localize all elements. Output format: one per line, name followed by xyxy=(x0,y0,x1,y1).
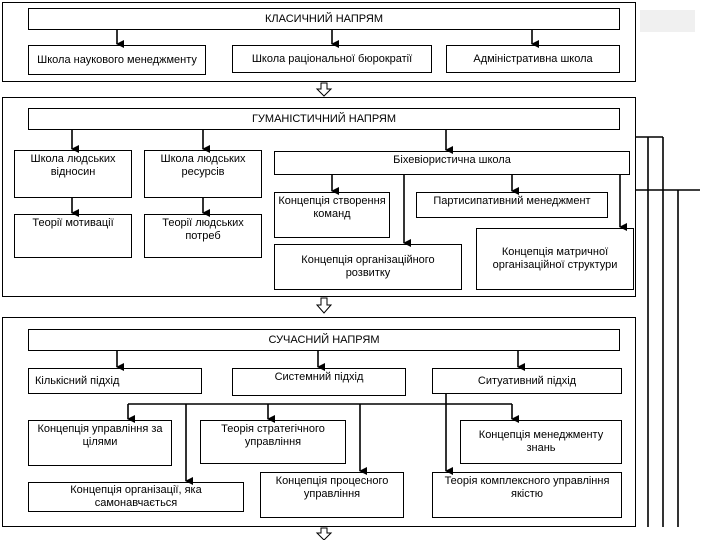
human-needs-theories: Теорії людських потреб xyxy=(144,214,262,258)
modern-title: СУЧАСНИЙ НАПРЯМ xyxy=(28,329,620,351)
process-management-concept: Концепція процесного управління xyxy=(260,472,404,518)
classic-title: КЛАСИЧНИЙ НАПРЯМ xyxy=(28,8,620,30)
humanistic-title: ГУМАНІСТИЧНИЙ НАПРЯМ xyxy=(28,108,620,130)
scientific-management-school: Школа наукового менеджменту xyxy=(28,45,206,75)
situational-approach: Ситуативний підхід xyxy=(432,368,622,394)
motivation-theories: Теорії мотивації xyxy=(14,214,132,258)
administrative-school: Адміністративна школа xyxy=(446,45,620,73)
mbo-concept: Концепція управління за цілями xyxy=(28,420,172,466)
faded-corner-mark xyxy=(640,10,695,32)
tqm-theory: Теорія комплексного управління якістю xyxy=(432,472,622,518)
rational-bureaucracy-school: Школа раціональної бюрократії xyxy=(232,45,432,73)
participative-management: Партисипативний менеджмент xyxy=(416,192,608,218)
human-relations-school: Школа людських відносин xyxy=(14,150,132,198)
human-resources-school: Школа людських ресурсів xyxy=(144,150,262,198)
behaviorist-school: Біхевіористична школа xyxy=(274,151,630,175)
quantitative-approach: Кількісний підхід xyxy=(28,368,202,394)
knowledge-management-concept: Концепція менеджменту знань xyxy=(460,420,622,464)
matrix-structure-concept: Концепція матричної організаційної струк… xyxy=(476,228,634,290)
systemic-approach: Системний підхід xyxy=(232,368,406,396)
team-building-concept: Концепція створення команд xyxy=(274,192,390,238)
learning-organization-concept: Концепція організації, яка самонавчаєтьс… xyxy=(28,482,244,512)
org-development-concept: Концепція організаційного розвитку xyxy=(274,244,462,290)
strategic-management-theory: Теорія стратегічного управління xyxy=(200,420,346,464)
